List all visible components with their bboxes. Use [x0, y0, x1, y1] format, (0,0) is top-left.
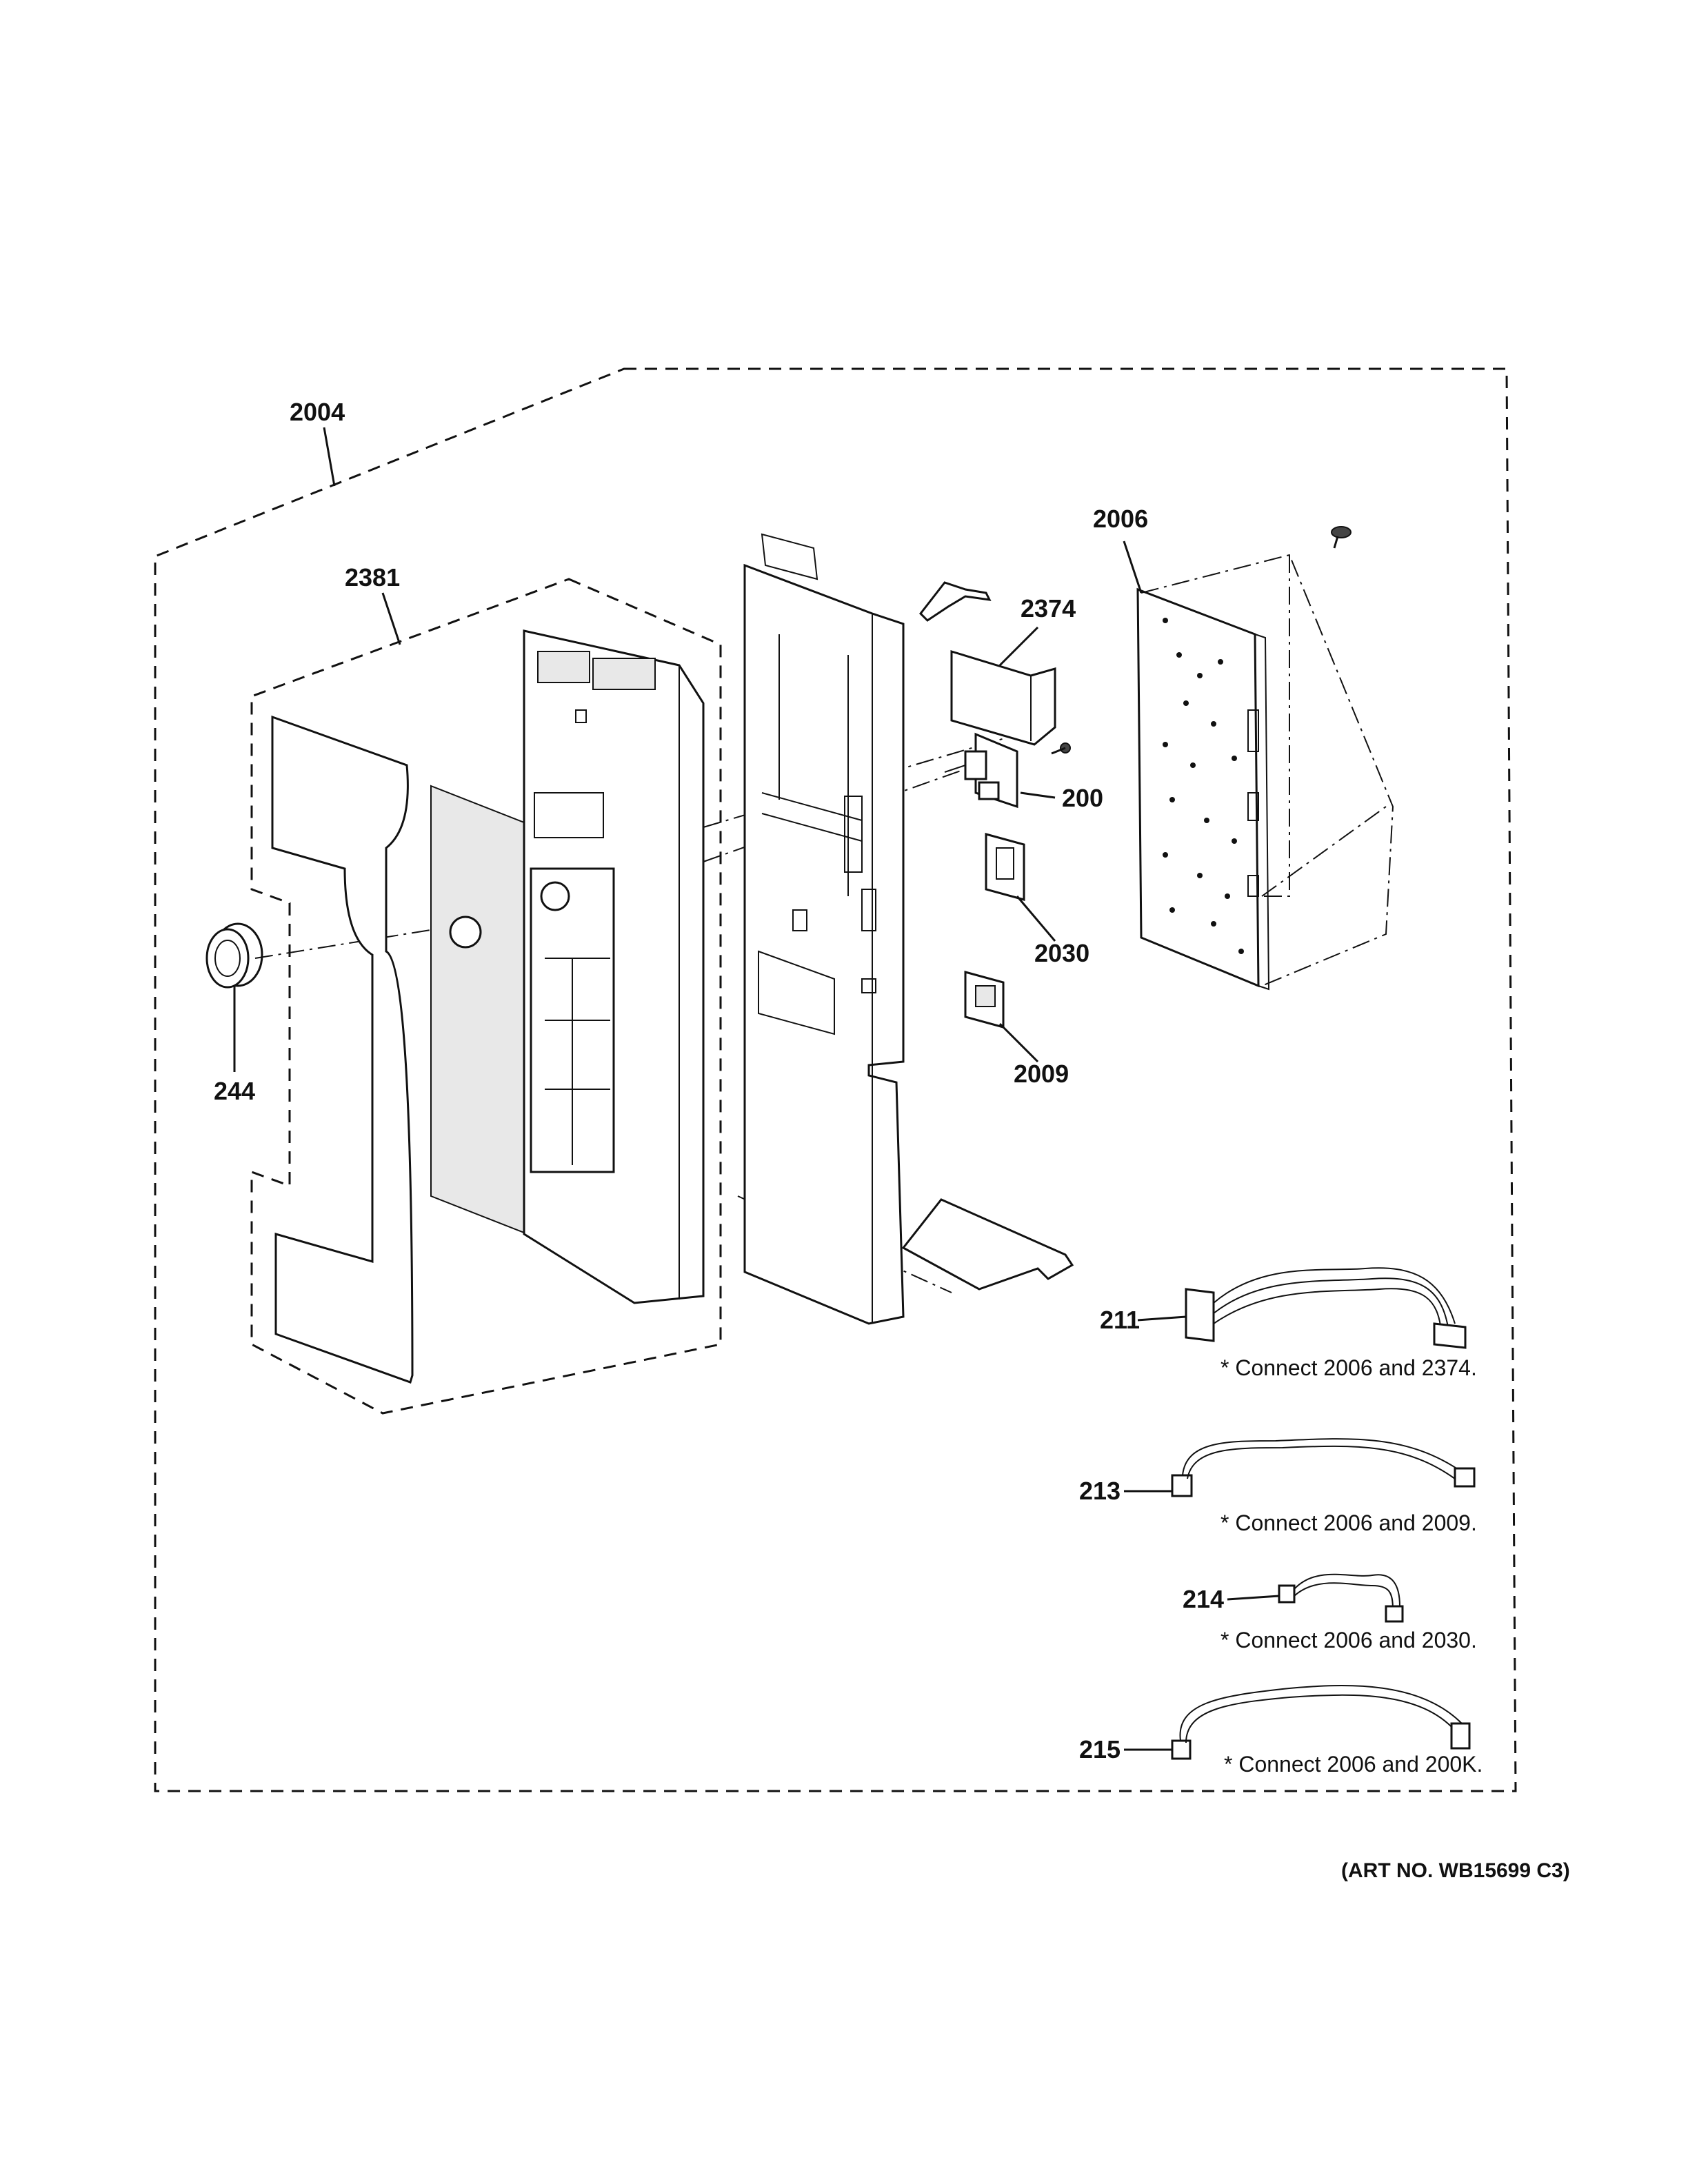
screw-small	[1051, 742, 1071, 755]
callout-215: 215	[1079, 1735, 1121, 1763]
board-screw	[1331, 526, 1352, 549]
wire-harness-211	[1185, 1267, 1467, 1349]
callout-2009: 2009	[1014, 1060, 1069, 1088]
clip-part	[919, 581, 992, 622]
control-panel-frame	[523, 629, 705, 1304]
callout-2004: 2004	[290, 398, 345, 426]
part-200	[944, 732, 1018, 809]
part-2009	[964, 971, 1005, 1029]
foam-pad	[901, 1198, 1074, 1291]
callout-2374: 2374	[1021, 594, 1076, 623]
connector-line-a	[703, 737, 1007, 828]
callout-213: 213	[1079, 1477, 1121, 1505]
wire-harness-214	[1278, 1573, 1404, 1623]
callout-244: 244	[214, 1077, 255, 1105]
callout-2381: 2381	[345, 563, 400, 592]
leader-lines	[233, 427, 1280, 1751]
note-214: * Connect 2006 and 2030.	[1220, 1628, 1477, 1652]
note-213: * Connect 2006 and 2009.	[1220, 1510, 1477, 1535]
control-bracket	[743, 533, 905, 1325]
control-board-2006	[1136, 587, 1270, 991]
membrane-sticker	[430, 785, 528, 1235]
note-215: * Connect 2006 and 200K.	[1224, 1752, 1483, 1777]
part-2374	[950, 649, 1056, 746]
part-2030	[985, 833, 1025, 901]
knob-244	[205, 922, 263, 989]
callout-211: 211	[1100, 1306, 1140, 1334]
board-mount-lines	[1141, 554, 1394, 987]
assembly-boundary-2004	[154, 367, 1517, 1792]
callout-214: 214	[1183, 1585, 1224, 1613]
note-211: * Connect 2006 and 2374.	[1220, 1355, 1477, 1380]
art-number: (ART NO. WB15699 C3)	[1341, 1859, 1570, 1882]
callout-200: 200	[1062, 784, 1103, 812]
callout-2030: 2030	[1034, 939, 1089, 967]
callout-2006: 2006	[1093, 505, 1148, 533]
wire-harness-213	[1171, 1438, 1476, 1497]
wire-harness-215	[1171, 1685, 1471, 1760]
front-trim-panel	[271, 715, 414, 1384]
assembly-boundary-2381	[250, 578, 722, 1415]
